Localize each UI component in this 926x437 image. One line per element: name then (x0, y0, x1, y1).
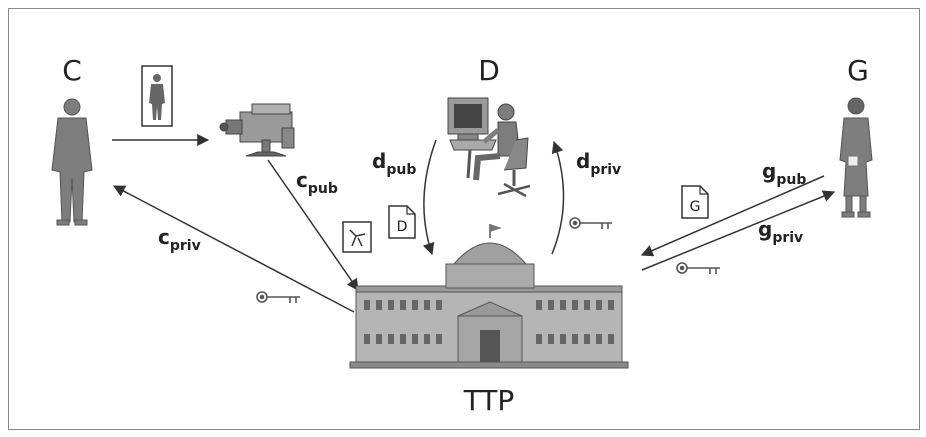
person-g-icon (839, 97, 873, 218)
key-icon-g (676, 262, 720, 274)
entity-d-label: D (478, 54, 500, 87)
g-priv-label: gpriv (758, 217, 803, 246)
ttp-building-icon (349, 224, 629, 369)
arrow-ttp-to-d (551, 140, 565, 255)
arrow-g-to-ttp (640, 175, 825, 257)
photo-portrait-icon (141, 65, 173, 127)
d-pub-label: dpub (372, 149, 416, 178)
entity-c-label: C (62, 54, 82, 87)
arrow-camera-to-ttp (267, 159, 359, 291)
g-pub-label: gpub (762, 159, 806, 188)
d-priv-label: dpriv (576, 149, 621, 178)
d-document-icon: D (388, 205, 416, 239)
d-document-label: D (397, 219, 408, 235)
template-document-icon (342, 221, 372, 253)
g-document-label: G (690, 199, 701, 215)
g-document-icon: G (681, 185, 709, 219)
c-priv-label: cpriv (158, 225, 201, 254)
key-icon-d (569, 217, 612, 229)
person-c-icon (51, 98, 93, 226)
entity-g-label: G (847, 54, 869, 87)
c-pub-label: cpub (296, 168, 338, 197)
entity-ttp-label: TTP (463, 384, 515, 417)
camera-icon (219, 103, 295, 157)
arrow-ttp-to-c (112, 185, 355, 313)
key-icon-c (256, 291, 300, 303)
person-d-computer-icon (447, 97, 531, 198)
arrow-d-to-ttp (422, 139, 437, 256)
arrow-ttp-to-g (641, 190, 836, 271)
